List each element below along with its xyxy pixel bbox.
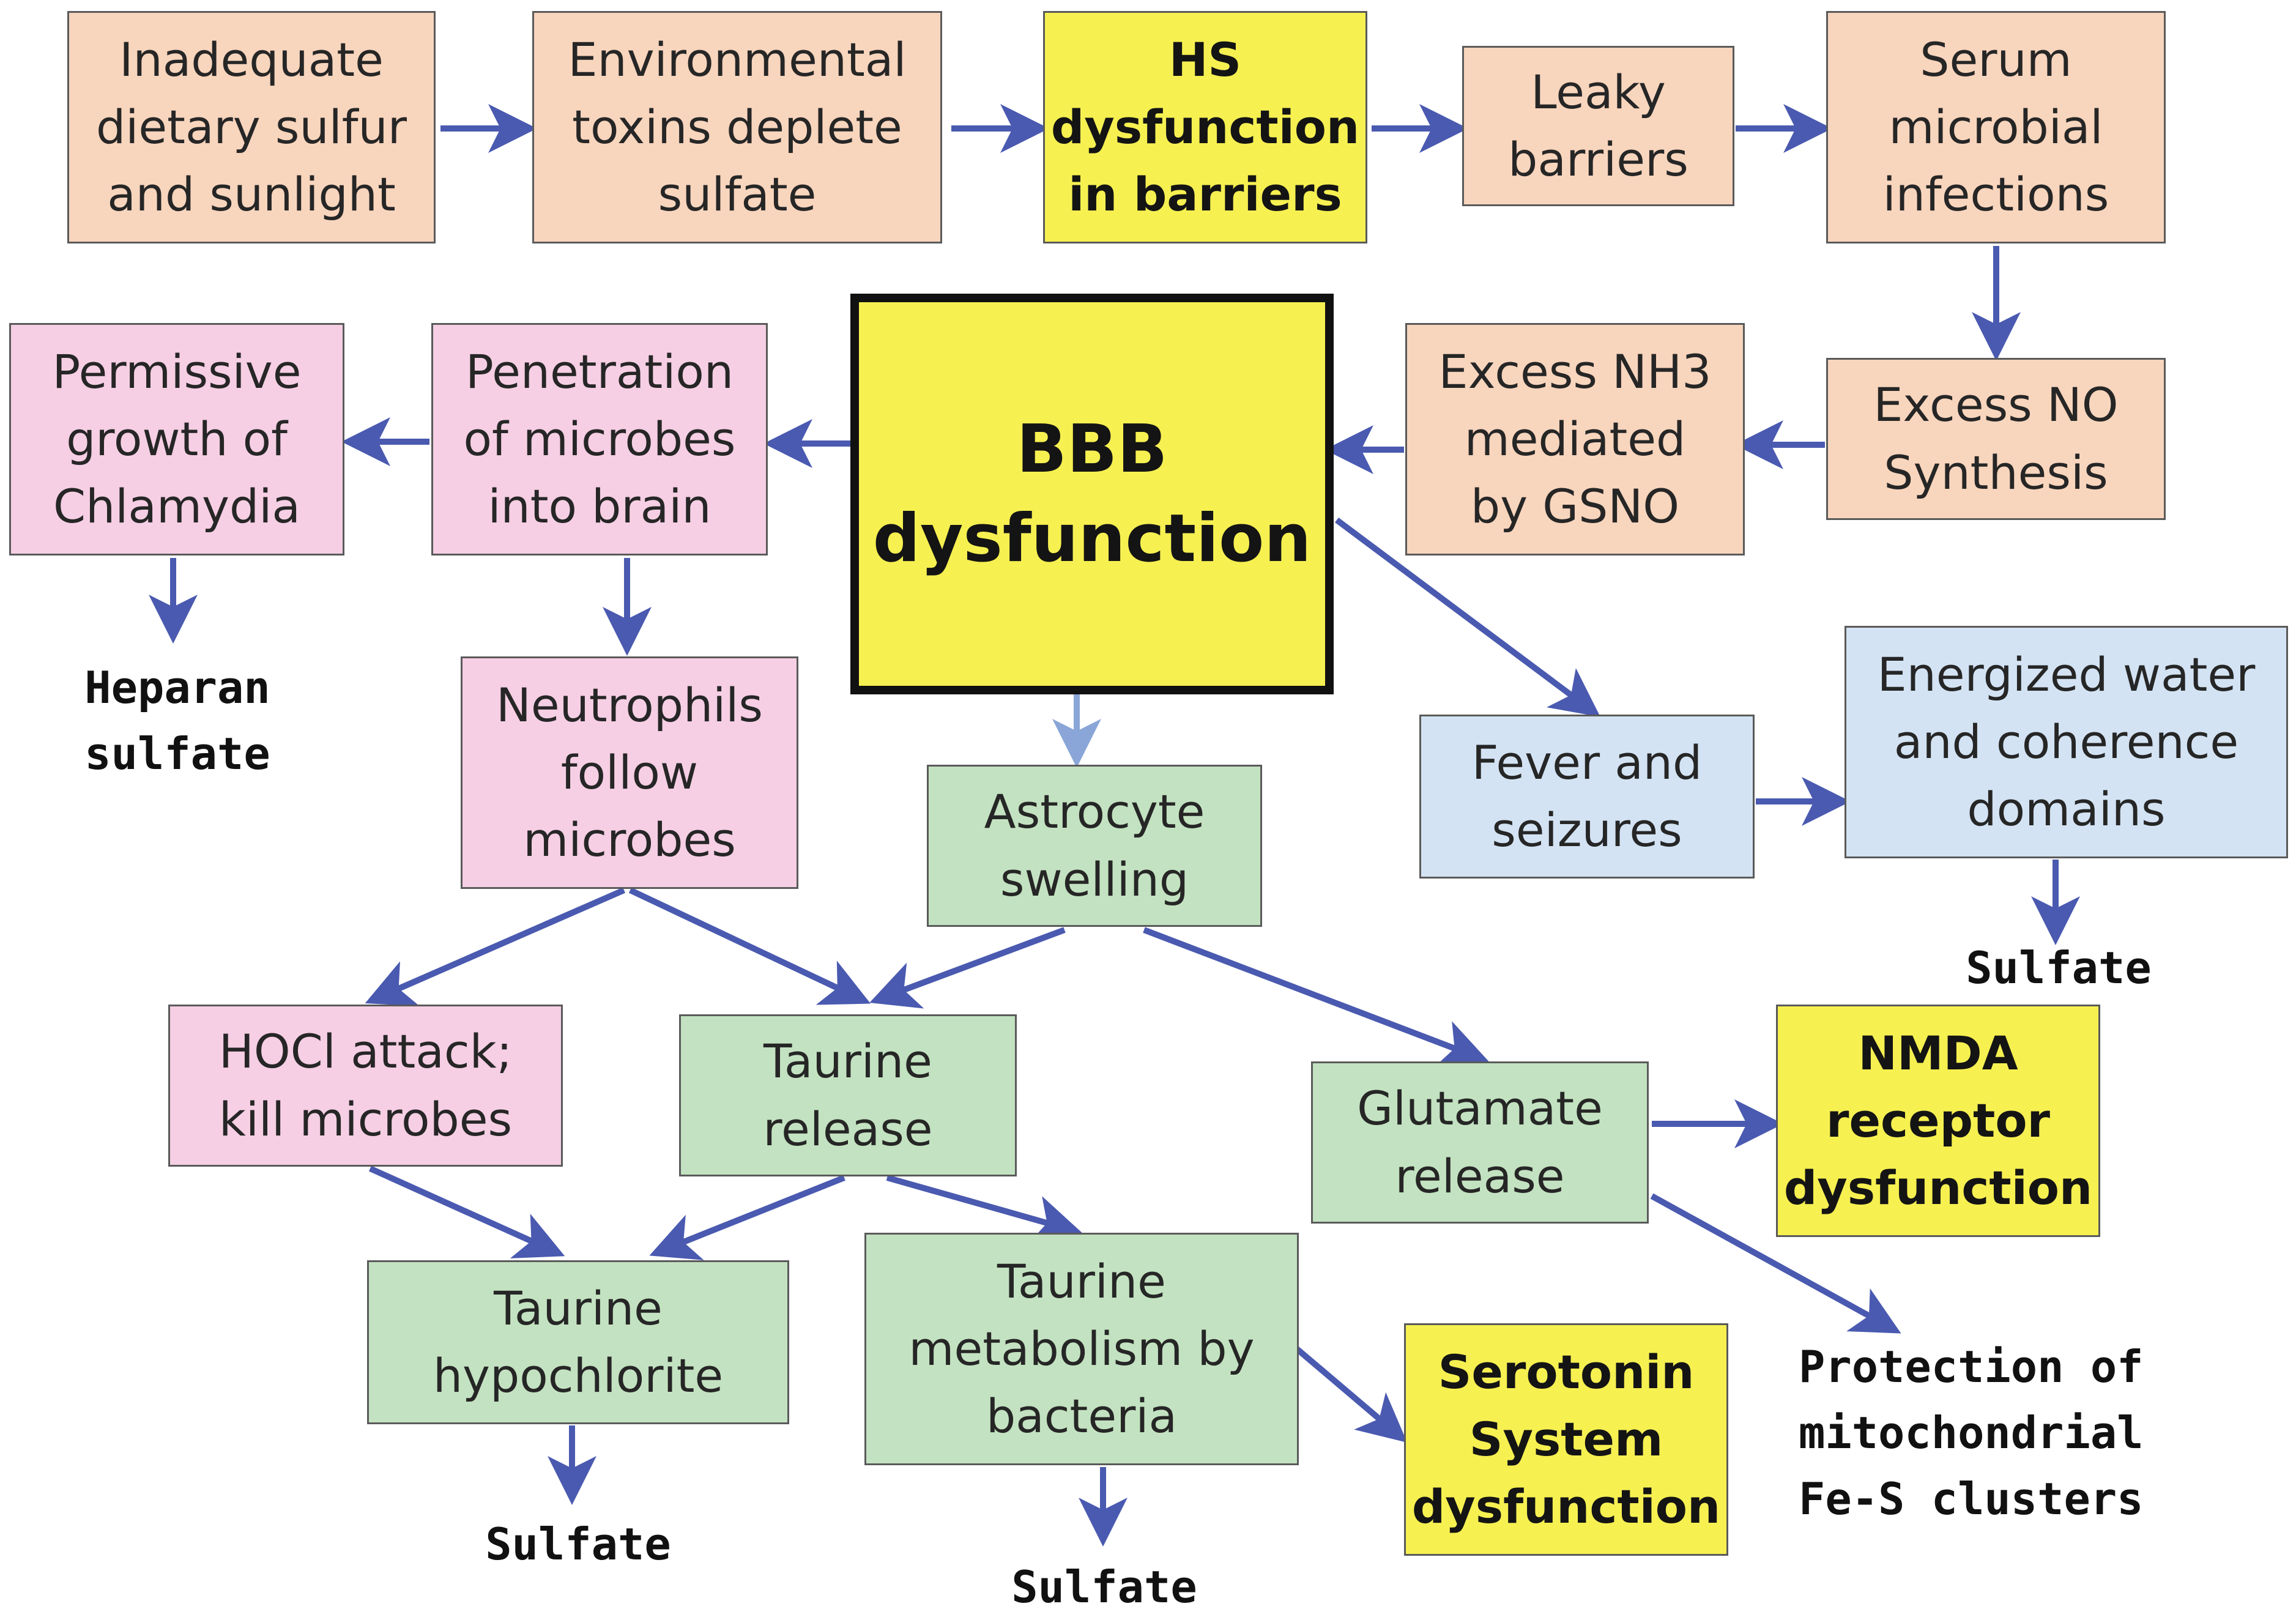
arrow-bbb-to-fever	[1335, 517, 1601, 717]
arrow-astrocyte-to-taurine	[869, 927, 1066, 1009]
arrow-hocl-to-hypochlorite	[368, 1165, 565, 1258]
node-excess-no: Excess NO Synthesis	[1826, 358, 2166, 520]
node-excess-nh3: Excess NH3 mediated by GSNO	[1405, 323, 1745, 555]
node-taurine-release: Taurine release	[679, 1014, 1017, 1176]
label-sulfate-metabolism: Sulfate	[1011, 1561, 1197, 1613]
node-environmental-toxins: Environmental toxins deplete sulfate	[532, 11, 942, 243]
node-serum-infections: Serum microbial infections	[1826, 11, 2166, 243]
node-neutrophils: Neutrophils follow microbes	[461, 656, 798, 889]
label-sulfate-water: Sulfate	[1966, 942, 2152, 994]
arrow-neutrophils-to-hocl	[365, 887, 626, 1006]
arrow-astrocyte-to-glutamate	[1143, 927, 1489, 1067]
node-hs-dysfunction: HS dysfunction in barriers	[1043, 11, 1367, 243]
node-taurine-metabolism: Taurine metabolism by bacteria	[864, 1233, 1299, 1465]
node-energized-water: Energized water and coherence domains	[1845, 626, 2288, 858]
node-bbb-dysfunction: BBB dysfunction	[850, 294, 1334, 694]
arrow-neutrophils-to-taurine	[628, 887, 871, 1005]
node-inadequate-diet: Inadequate dietary sulfur and sunlight	[67, 11, 436, 243]
node-penetration-of-microbes: Penetration of microbes into brain	[431, 323, 768, 555]
arrow-taurine-to-metabolism	[886, 1175, 1083, 1244]
node-nmda-dysfunction: NMDA receptor dysfunction	[1776, 1005, 2100, 1237]
node-permissive-growth: Permissive growth of Chlamydia	[9, 323, 344, 555]
node-hocl-attack: HOCl attack; kill microbes	[168, 1005, 563, 1167]
node-leaky-barriers: Leaky barriers	[1462, 46, 1734, 206]
label-sulfate-hypochlorite: Sulfate	[485, 1518, 671, 1570]
node-taurine-hypochlorite: Taurine hypochlorite	[367, 1260, 789, 1424]
node-fever-and-seizures: Fever and seizures	[1419, 715, 1755, 879]
arrow-glutamate-to-protection	[1650, 1193, 1901, 1334]
label-heparan-sulfate: Heparan sulfate	[84, 662, 270, 779]
arrow-taurine-to-hypochlorite	[649, 1175, 845, 1260]
arrow-metabolism-to-serotonin	[1295, 1347, 1408, 1443]
node-astrocyte-swelling: Astrocyte swelling	[927, 765, 1262, 927]
node-serotonin-dysfunction: Serotonin System dysfunction	[1404, 1323, 1728, 1556]
node-glutamate-release: Glutamate release	[1311, 1061, 1649, 1224]
label-protection-fe-s: Protection of mitochondrial Fe-S cluster…	[1799, 1341, 2144, 1525]
